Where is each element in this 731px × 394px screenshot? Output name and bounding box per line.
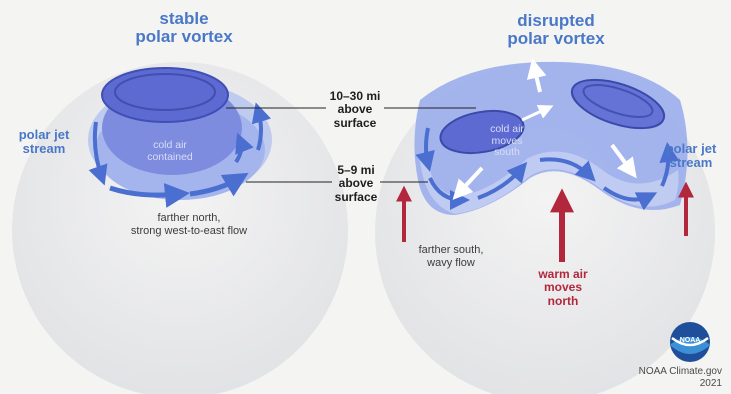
disrupted-inner-line1: cold air [472, 124, 542, 136]
upper-altitude-line1: 10–30 mi [322, 90, 388, 103]
disrupted-jet-label: polar jet stream [652, 142, 730, 169]
lower-altitude-label: 5–9 mi above surface [326, 164, 386, 204]
warm-air-label: warm air moves north [528, 268, 598, 308]
stable-title-line1: stable [124, 10, 244, 28]
lower-altitude-line1: 5–9 mi [326, 164, 386, 177]
lower-altitude-line2: above [326, 177, 386, 190]
warm-air-line3: north [528, 295, 598, 308]
stable-jet-line2: stream [4, 142, 84, 156]
credit-line1: NOAA Climate.gov [614, 366, 722, 378]
disrupted-flow-note: farther south, wavy flow [404, 244, 498, 269]
disrupted-title: disrupted polar vortex [486, 12, 626, 48]
disrupted-wavy-arrow-5 [426, 128, 428, 164]
stable-vortex-top [102, 68, 228, 122]
stable-flow-note: farther north, strong west-to-east flow [104, 212, 274, 237]
upper-altitude-line3: surface [322, 117, 388, 130]
upper-altitude-line2: above [322, 103, 388, 116]
stable-inner-label: cold air contained [132, 140, 208, 163]
credit-line2: 2021 [614, 378, 722, 390]
stable-inner-line2: contained [132, 152, 208, 164]
stable-note-line2: strong west-to-east flow [104, 225, 274, 238]
lower-altitude-line3: surface [326, 191, 386, 204]
stable-note-line1: farther north, [104, 212, 274, 225]
disrupted-title-line1: disrupted [486, 12, 626, 30]
stable-jet-label: polar jet stream [4, 128, 84, 155]
warm-air-line1: warm air [528, 268, 598, 281]
stable-title-line2: polar vortex [124, 28, 244, 46]
disrupted-note-line1: farther south, [404, 244, 498, 257]
stable-title: stable polar vortex [124, 10, 244, 46]
disrupted-title-line2: polar vortex [486, 30, 626, 48]
disrupted-inner-label: cold air moves south [472, 124, 542, 159]
credit-text: NOAA Climate.gov 2021 [614, 366, 722, 390]
warm-air-line2: moves [528, 281, 598, 294]
disrupted-jet-line2: stream [652, 156, 730, 170]
stable-inner-line1: cold air [132, 140, 208, 152]
stable-jet-line1: polar jet [4, 128, 84, 142]
upper-altitude-label: 10–30 mi above surface [322, 90, 388, 130]
disrupted-note-line2: wavy flow [404, 257, 498, 270]
noaa-logo-text: NOAA [676, 337, 704, 344]
disrupted-inner-line3: south [472, 147, 542, 159]
disrupted-jet-line1: polar jet [652, 142, 730, 156]
